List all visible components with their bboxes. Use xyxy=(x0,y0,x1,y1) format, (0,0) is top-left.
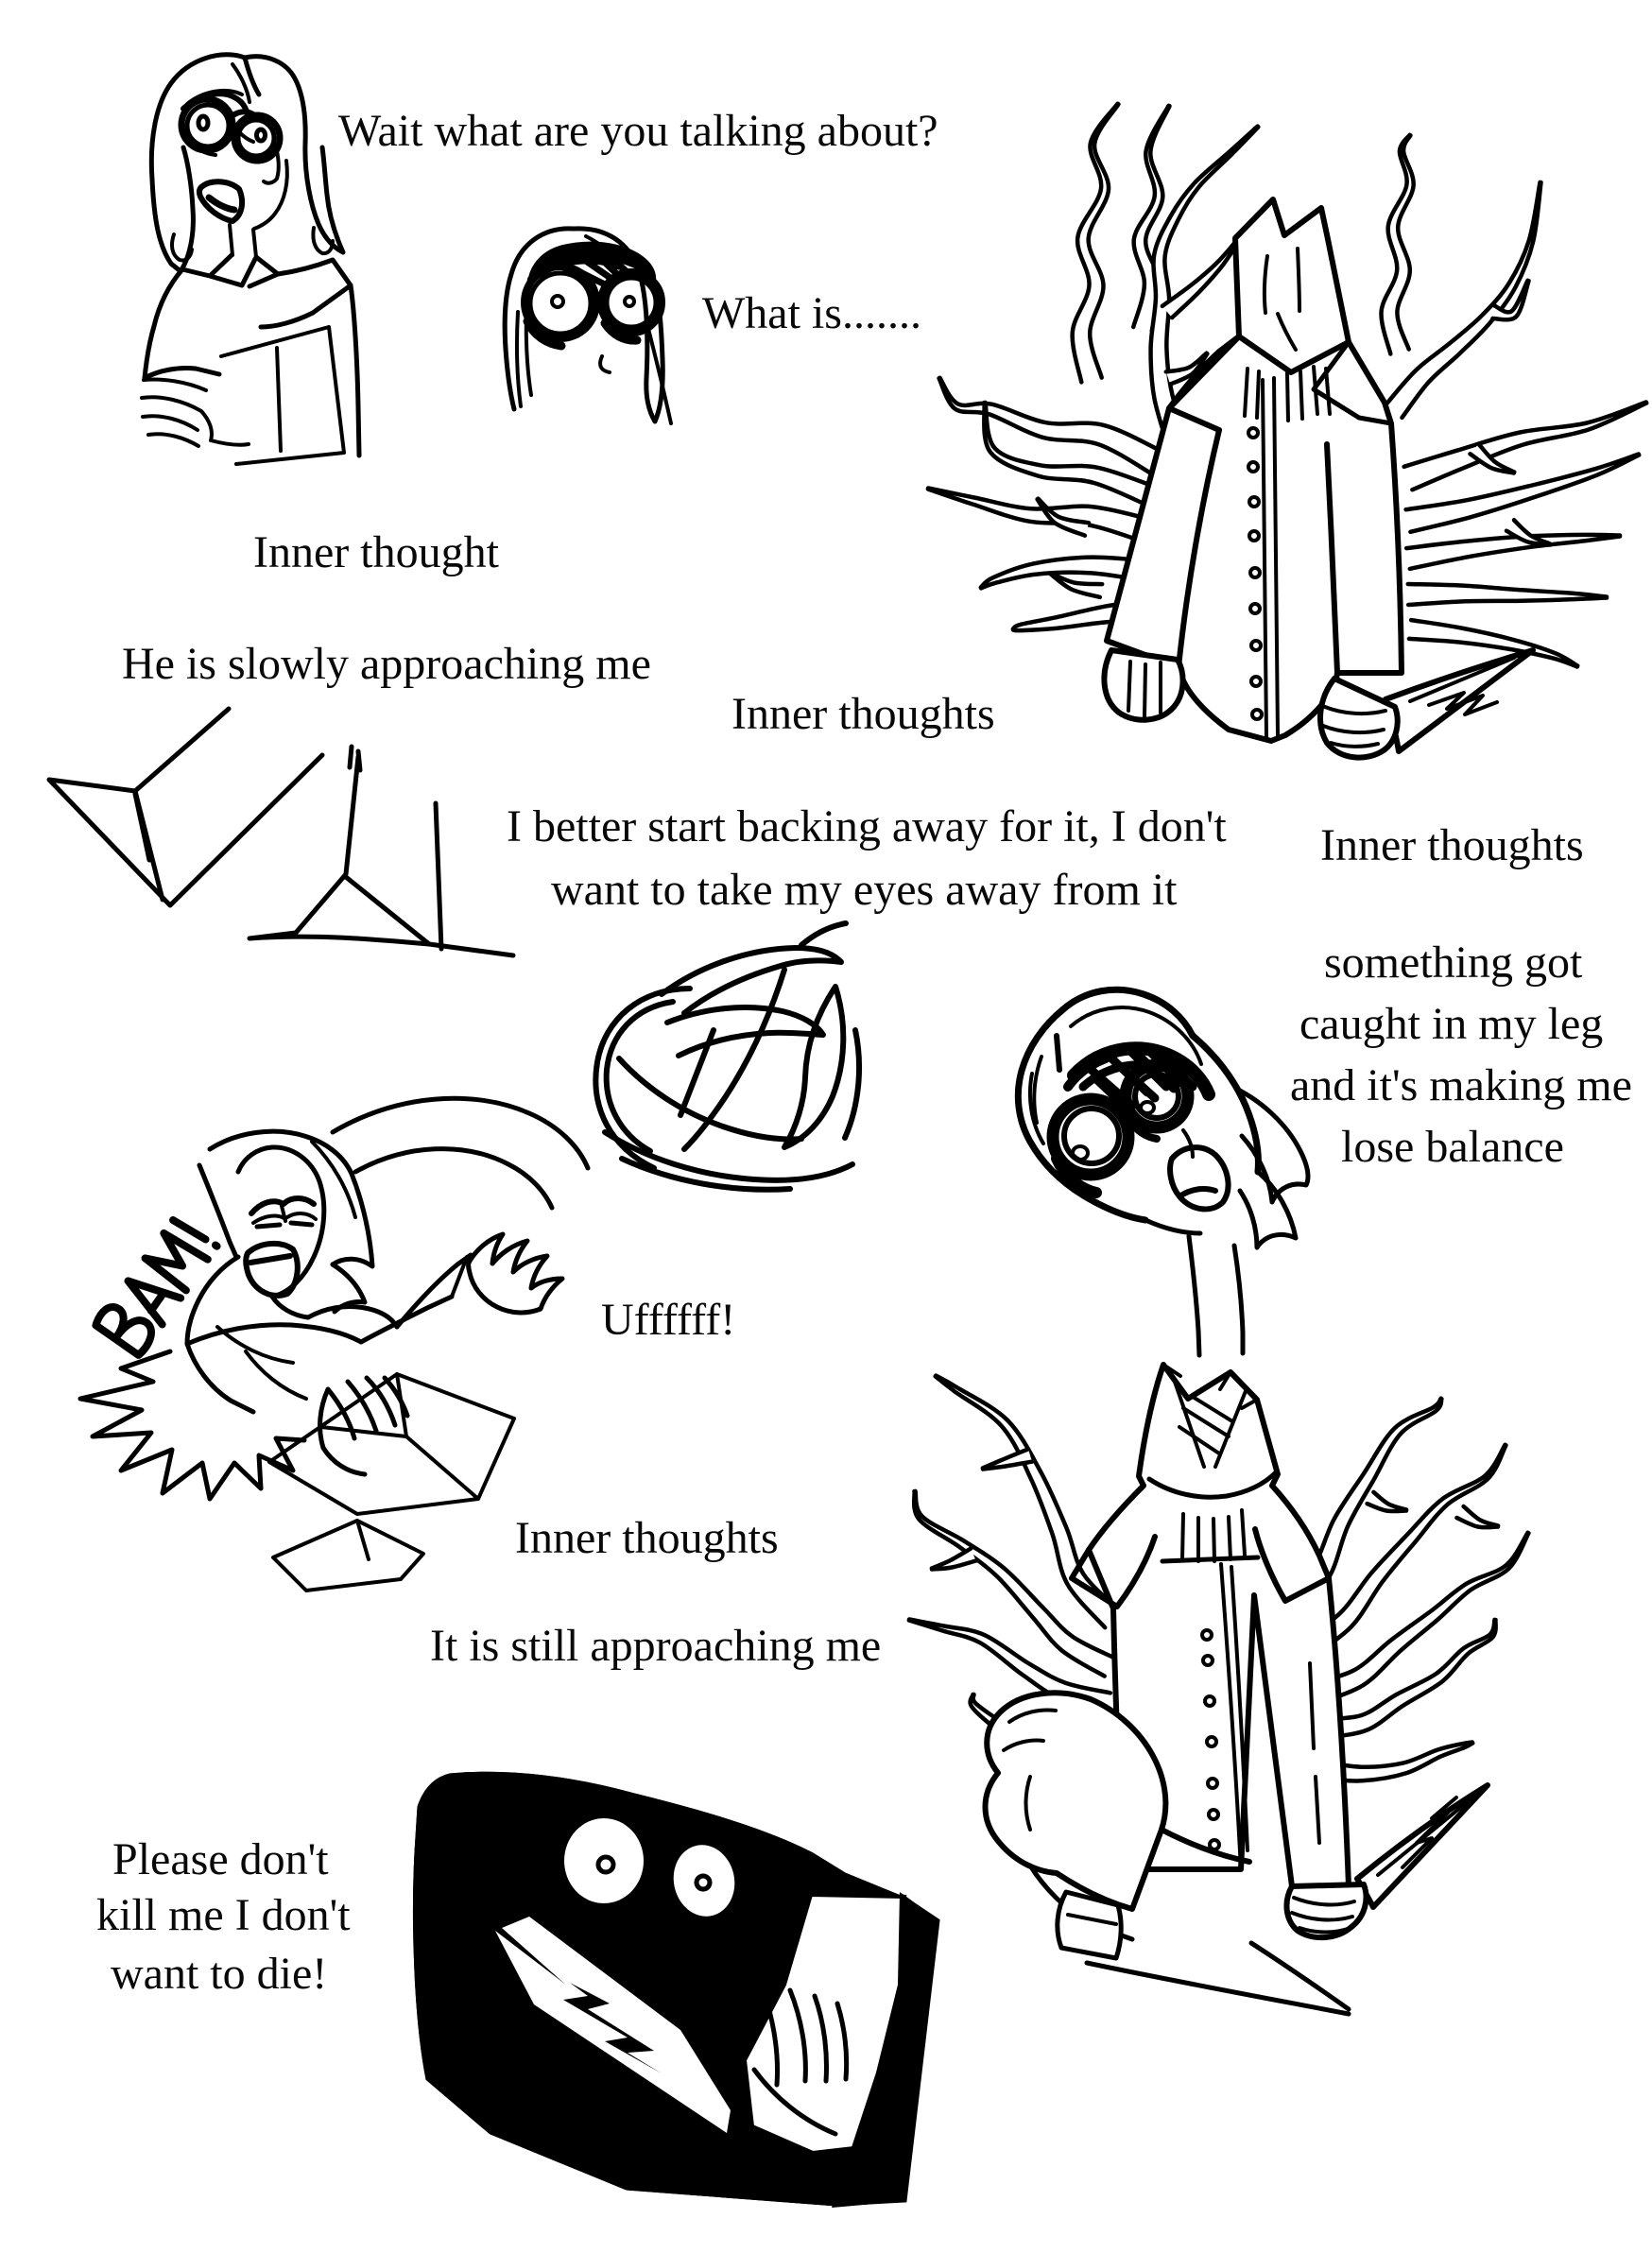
svg-text:I better start backing away fo: I better start backing away for it, I do… xyxy=(507,801,1227,851)
svg-text:He is slowly approaching me: He is slowly approaching me xyxy=(122,639,651,689)
svg-text:Inner thought: Inner thought xyxy=(253,527,500,577)
svg-text:Please don't: Please don't xyxy=(112,1834,329,1884)
svg-text:What is.......: What is....... xyxy=(702,288,921,338)
svg-text:Wait what are you talking abou: Wait what are you talking about? xyxy=(338,106,938,156)
svg-text:want to die!: want to die! xyxy=(111,1949,327,1999)
svg-text:Inner thoughts: Inner thoughts xyxy=(731,689,995,739)
svg-text:It is still approaching me: It is still approaching me xyxy=(430,1621,881,1671)
svg-text:something got: something got xyxy=(1324,937,1583,988)
svg-text:Uffffff!: Uffffff! xyxy=(601,1295,735,1345)
svg-text:want to take my eyes away from: want to take my eyes away from it xyxy=(551,865,1178,915)
svg-text:kill me I don't: kill me I don't xyxy=(96,1890,351,1940)
svg-text:lose balance: lose balance xyxy=(1341,1122,1564,1172)
svg-text:and it's making me: and it's making me xyxy=(1290,1060,1632,1110)
svg-text:Inner thoughts: Inner thoughts xyxy=(1320,820,1584,870)
svg-text:Inner thoughts: Inner thoughts xyxy=(515,1513,779,1563)
svg-text:caught in my leg: caught in my leg xyxy=(1299,999,1603,1049)
